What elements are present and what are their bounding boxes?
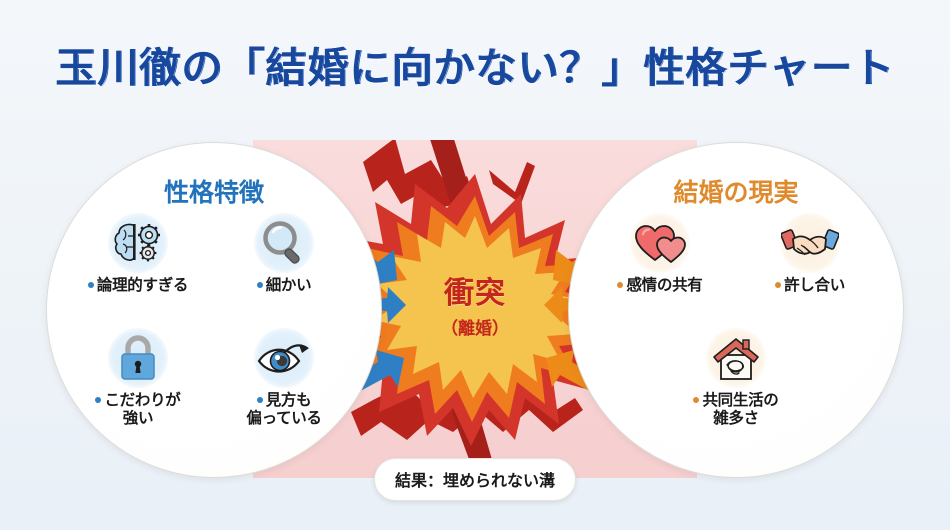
trait-item-biased-view: 見方も偏っている (219, 328, 349, 428)
reality-item-mutual-forgiveness: 許し合い (745, 213, 875, 295)
trait-label: こだわりが強い (73, 391, 203, 428)
right-circle-heading: 結婚の現実 (673, 178, 799, 207)
personality-traits-circle: 性格特徴 (46, 142, 382, 478)
reality-text: 感情の共有 (626, 276, 703, 294)
trait-item-logical: 論理的すぎる (73, 213, 203, 295)
bullet-dot (617, 281, 624, 288)
trait-label: 見方も偏っている (219, 391, 349, 428)
lock-icon (108, 328, 168, 388)
bullet-dot (256, 281, 263, 288)
bullet-dot (256, 396, 263, 403)
trait-label: 論理的すぎる (73, 276, 203, 295)
burst-core (373, 216, 583, 398)
handshake-icon (780, 213, 840, 273)
trait-label: 細かい (219, 276, 349, 295)
trait-item-stubborn: こだわりが強い (73, 328, 203, 428)
reality-text-line1: 共同生活の (702, 391, 779, 409)
bullet-dot (95, 396, 102, 403)
reality-text: 許し合い (784, 276, 845, 294)
reality-label: 許し合い (745, 276, 875, 295)
trait-text-line2: 強い (122, 408, 154, 427)
bullet-dot (775, 281, 782, 288)
bullet-dot (87, 281, 94, 288)
reality-label: 感情の共有 (595, 276, 725, 295)
result-badge: 結果：埋められない溝 (373, 458, 577, 501)
trait-item-detailed: 細かい (219, 213, 349, 295)
eye-arrow-icon (254, 328, 314, 388)
trait-text-line2: 偏っている (246, 408, 322, 427)
trait-text: 論理的すぎる (96, 276, 189, 294)
brain-gear-icon (108, 213, 168, 273)
marriage-reality-circle: 結婚の現実 感情の共有 許し合い (568, 142, 904, 478)
hearts-icon (630, 213, 690, 273)
reality-text-line2: 雑多さ (713, 408, 759, 427)
trait-text-line1: こだわりが (104, 391, 181, 409)
bullet-dot (693, 396, 700, 403)
house-scribble-icon (706, 328, 766, 388)
trait-text: 細かい (265, 276, 312, 294)
page-title: 玉川徹の「結婚に向かない？」性格チャート (55, 44, 895, 92)
reality-item-emotion-sharing: 感情の共有 (595, 213, 725, 295)
magnifier-icon (254, 213, 314, 273)
left-circle-heading: 性格特徴 (163, 178, 264, 207)
reality-item-shared-chores: 共同生活の雑多さ (671, 328, 801, 428)
trait-text-line1: 見方も (265, 391, 312, 409)
reality-label: 共同生活の雑多さ (671, 391, 801, 428)
